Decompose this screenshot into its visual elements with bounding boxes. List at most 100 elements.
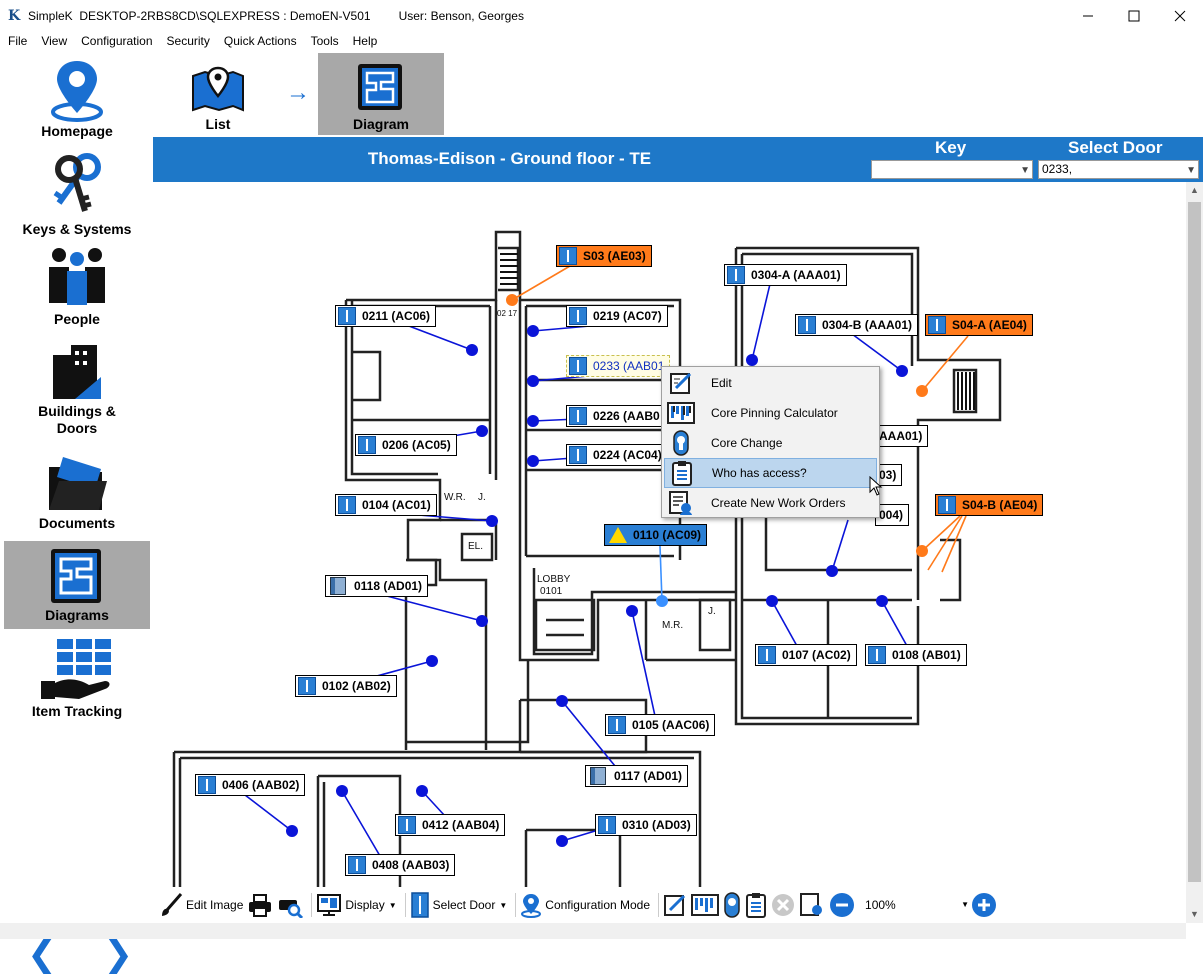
door-label-0224[interactable]: 0224 (AC04) [566,444,668,466]
menu-help[interactable]: Help [352,34,378,48]
sidebar-label-people: People [54,311,100,327]
door-id: 0108 (AB01) [892,648,961,662]
door-label-0408[interactable]: 0408 (AAB03) [345,854,456,876]
door-id: 0102 (AB02) [322,679,391,693]
select-door-tool-label: Select Door [432,898,496,912]
view-switcher: List → Diagram [153,51,1203,137]
zoom-in-button[interactable] [971,890,997,920]
door-label-0105[interactable]: 0105 (AAC06) [605,714,716,736]
select-door-dropdown[interactable]: 0233, ▼ [1038,160,1199,179]
menu-security[interactable]: Security [166,34,210,48]
door-label-0206[interactable]: 0206 (AC05) [355,434,457,456]
location-pin-icon [51,61,103,122]
sidebar-item-buildings-doors[interactable]: Buildings & Doors [4,341,150,441]
sidebar-item-homepage[interactable]: Homepage [4,57,150,147]
door-label-0412[interactable]: 0412 (AAB04) [395,814,506,836]
menu-tools[interactable]: Tools [310,34,339,48]
menu-item-edit[interactable]: Edit [662,368,879,398]
door-label-0107[interactable]: 0107 (AC02) [755,644,857,666]
sidebar-item-keys-systems[interactable]: Keys & Systems [4,151,150,241]
toolbar-work-order-button[interactable] [799,890,825,920]
sidebar-label-item-tracking: Item Tracking [31,703,123,719]
toolbar-pinning-button[interactable] [691,890,720,920]
door-label-partial-03[interactable]: 03) [875,464,903,486]
menu-item-core-change[interactable]: Core Change [662,428,879,458]
menu-configuration[interactable]: Configuration [81,34,153,48]
door-label-0219[interactable]: 0219 (AC07) [566,305,668,327]
toolbar-separator [658,893,660,917]
core-change-icon [667,430,695,456]
door-label-0310[interactable]: 0310 (AD03) [595,814,697,836]
door-label-0110[interactable]: 0110 (AC09) [604,524,708,546]
maximize-button[interactable] [1111,0,1157,31]
door-label-0118[interactable]: 0118 (AD01) [325,575,429,597]
zoom-out-button[interactable] [829,890,855,920]
sidebar-item-documents[interactable]: Documents [4,451,150,535]
toolbar-core-change-button[interactable] [723,890,741,920]
tab-list-label: List [205,116,231,132]
door-label-0117[interactable]: 0117 (AD01) [585,765,689,787]
door-label-0226[interactable]: 0226 (AAB0 [566,405,666,427]
sidebar-item-people[interactable]: People [4,245,150,335]
door-id: 0107 (AC02) [782,648,851,662]
toolbar-delete-button[interactable] [771,890,795,920]
forward-arrow-icon[interactable]: ❯ [103,933,134,974]
door-label-0211[interactable]: 0211 (AC06) [335,305,437,327]
select-door-tool[interactable]: Select Door ▼ [410,890,507,920]
toolbar-access-button[interactable] [745,890,767,920]
door-label-s04b[interactable]: S04-B (AE04) [935,494,1044,516]
door-id: 03) [879,468,897,482]
scrollbar-thumb[interactable] [1188,202,1201,882]
item-tracking-icon [41,639,111,699]
back-arrow-icon[interactable]: ❮ [27,933,58,974]
door-label-0102[interactable]: 0102 (AB02) [295,675,397,697]
door-label-partial-aaa01[interactable]: AAA01) [875,425,929,447]
door-label-0108[interactable]: 0108 (AB01) [865,644,967,666]
scroll-up-icon[interactable]: ▲ [1190,185,1199,195]
door-id: S04-A (AE04) [952,318,1027,332]
chevron-down-icon: ▼ [1186,165,1196,176]
edit-image-button[interactable]: Edit Image [159,890,243,920]
menu-item-label: Who has access? [712,466,807,480]
configuration-mode-button[interactable]: Configuration Mode [520,890,650,920]
vertical-scrollbar[interactable]: ▲ ▼ [1186,182,1203,923]
zoom-out-icon [830,893,855,917]
menu-item-core-pinning-calculator[interactable]: Core Pinning Calculator [662,398,879,428]
print-preview-button[interactable] [277,890,304,920]
close-button[interactable] [1157,0,1203,31]
toolbar-edit-button[interactable] [663,890,687,920]
diagram-canvas[interactable]: LOBBY 0101 W.R. J. EL. M.R. J. 02 17 [153,182,1186,887]
sidebar-item-diagrams[interactable]: Diagrams [4,541,150,629]
chevron-down-icon: ▼ [961,900,970,909]
menu-item-label: Create New Work Orders [711,496,846,510]
door-label-s03[interactable]: S03 (AE03) [556,245,652,267]
print-button[interactable] [247,890,273,920]
display-dropdown[interactable]: Display ▼ [316,890,397,920]
tab-diagram[interactable]: Diagram [318,53,444,135]
close-icon [1174,10,1186,21]
menu-quick-actions[interactable]: Quick Actions [223,34,297,48]
sidebar-item-item-tracking[interactable]: Item Tracking [4,637,150,727]
door-label-s04a[interactable]: S04-A (AE04) [925,314,1033,336]
door-label-0304a[interactable]: 0304-A (AAA01) [724,264,847,286]
scroll-down-icon[interactable]: ▼ [1190,909,1199,919]
key-select[interactable]: ▼ [871,160,1033,179]
door-id: 0219 (AC07) [593,309,662,323]
door-label-0233[interactable]: 0233 (AAB01 [566,355,671,377]
door-icon [338,496,356,514]
sidebar-label-homepage: Homepage [41,123,113,139]
zoom-select[interactable]: 100% ▼ [859,895,971,915]
menu-item-create-work-orders[interactable]: Create New Work Orders [662,488,879,518]
door-label-0104[interactable]: 0104 (AC01) [335,494,437,516]
minimize-button[interactable] [1065,0,1111,31]
sidebar-label-buildings: Buildings & [38,403,116,419]
menu-view[interactable]: View [41,34,68,48]
access-reader-icon [330,577,346,595]
menu-item-who-has-access[interactable]: Who has access? [664,458,877,488]
door-label-0304b[interactable]: 0304-B (AAA01) [795,314,919,336]
menu-file[interactable]: File [8,34,28,48]
door-label-partial-004[interactable]: 004) [875,504,910,526]
door-context-menu: Edit Core Pinning Calculator Core Change… [661,366,880,518]
tab-list[interactable]: List [155,53,281,135]
door-label-0406[interactable]: 0406 (AAB02) [195,774,306,796]
